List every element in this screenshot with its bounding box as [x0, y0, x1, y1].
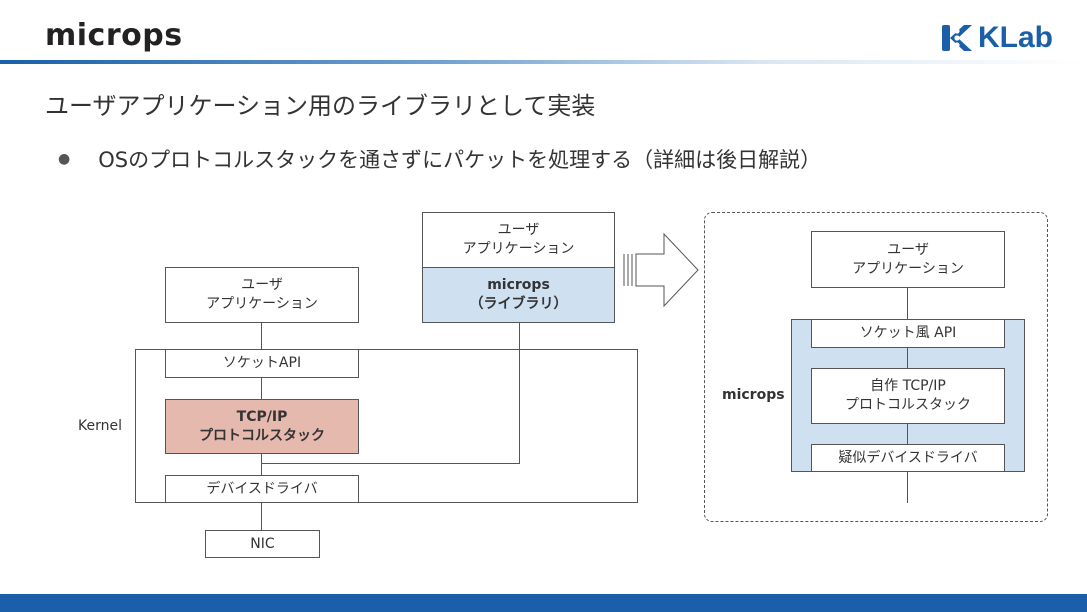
right-socket-like-api-label: ソケット風 API	[859, 325, 957, 341]
left-user-app-line1: ユーザ	[241, 277, 283, 293]
kernel-container	[135, 349, 638, 503]
microps-library-line2: （ライブラリ）	[469, 296, 568, 312]
library-bypass-line	[261, 463, 520, 464]
left-tcpip-line2: プロトコルスタック	[199, 427, 325, 444]
right-user-app-line1: ユーザ	[887, 241, 929, 258]
microps-library-line1: microps	[487, 277, 550, 293]
nic-label: NIC	[250, 535, 275, 552]
connector	[261, 323, 262, 349]
right-user-app-line2: アプリケーション	[852, 260, 964, 277]
slide-title: microps	[45, 18, 183, 53]
connector	[907, 424, 908, 444]
right-dashed-container	[704, 212, 1048, 522]
left-socket-api-label: ソケットAPI	[222, 355, 302, 371]
left-tcpip-line1: TCP/IP	[236, 408, 288, 425]
middle-user-app-line1: ユーザ	[497, 222, 540, 238]
middle-user-app-line2: アプリケーション	[462, 241, 575, 257]
right-socket-like-api-box: ソケット風 API	[811, 319, 1005, 348]
microps-label: microps	[722, 387, 785, 403]
klab-logo-text: KLab	[978, 21, 1053, 54]
connector	[261, 503, 262, 530]
bullet-icon: ●	[58, 151, 71, 167]
right-own-tcpip-box: 自作 TCP/IP プロトコルスタック	[811, 368, 1005, 424]
right-own-tcpip-line2: プロトコルスタック	[845, 397, 971, 413]
connector	[907, 472, 908, 503]
left-user-app-line2: アプリケーション	[206, 296, 318, 312]
connector	[907, 288, 908, 319]
left-user-app-box: ユーザ アプリケーション	[165, 267, 359, 323]
right-pseudo-driver-label: 疑似デバイスドライバ	[838, 449, 978, 466]
left-device-driver-label: デバイスドライバ	[206, 480, 318, 497]
connector	[907, 348, 908, 368]
right-arrow-icon	[623, 232, 699, 308]
connector	[261, 454, 262, 475]
middle-user-app-box: ユーザ アプリケーション	[422, 212, 615, 268]
kernel-label: Kernel	[78, 418, 122, 434]
slide-subtitle: ユーザアプリケーション用のライブラリとして実装	[45, 92, 596, 120]
right-own-tcpip-line1: 自作 TCP/IP	[870, 378, 946, 394]
footer-bar	[0, 594, 1087, 612]
klab-logo: KLab	[940, 20, 1053, 56]
title-underline	[0, 60, 1087, 64]
right-user-app-box: ユーザ アプリケーション	[811, 231, 1005, 288]
left-device-driver-box: デバイスドライバ	[165, 475, 359, 503]
nic-box: NIC	[205, 530, 320, 558]
connector	[261, 378, 262, 399]
bullet-item: ● OSのプロトコルスタックを通さずにパケットを処理する（詳細は後日解説）	[58, 144, 821, 174]
left-socket-api-box: ソケットAPI	[165, 349, 359, 378]
left-tcpip-box: TCP/IP プロトコルスタック	[165, 399, 359, 454]
klab-logo-icon	[942, 25, 972, 51]
right-pseudo-driver-box: 疑似デバイスドライバ	[811, 444, 1005, 472]
library-bypass-line	[519, 323, 520, 464]
microps-library-box: microps （ライブラリ）	[422, 267, 615, 323]
bullet-text: OSのプロトコルスタックを通さずにパケットを処理する（詳細は後日解説）	[98, 148, 822, 172]
